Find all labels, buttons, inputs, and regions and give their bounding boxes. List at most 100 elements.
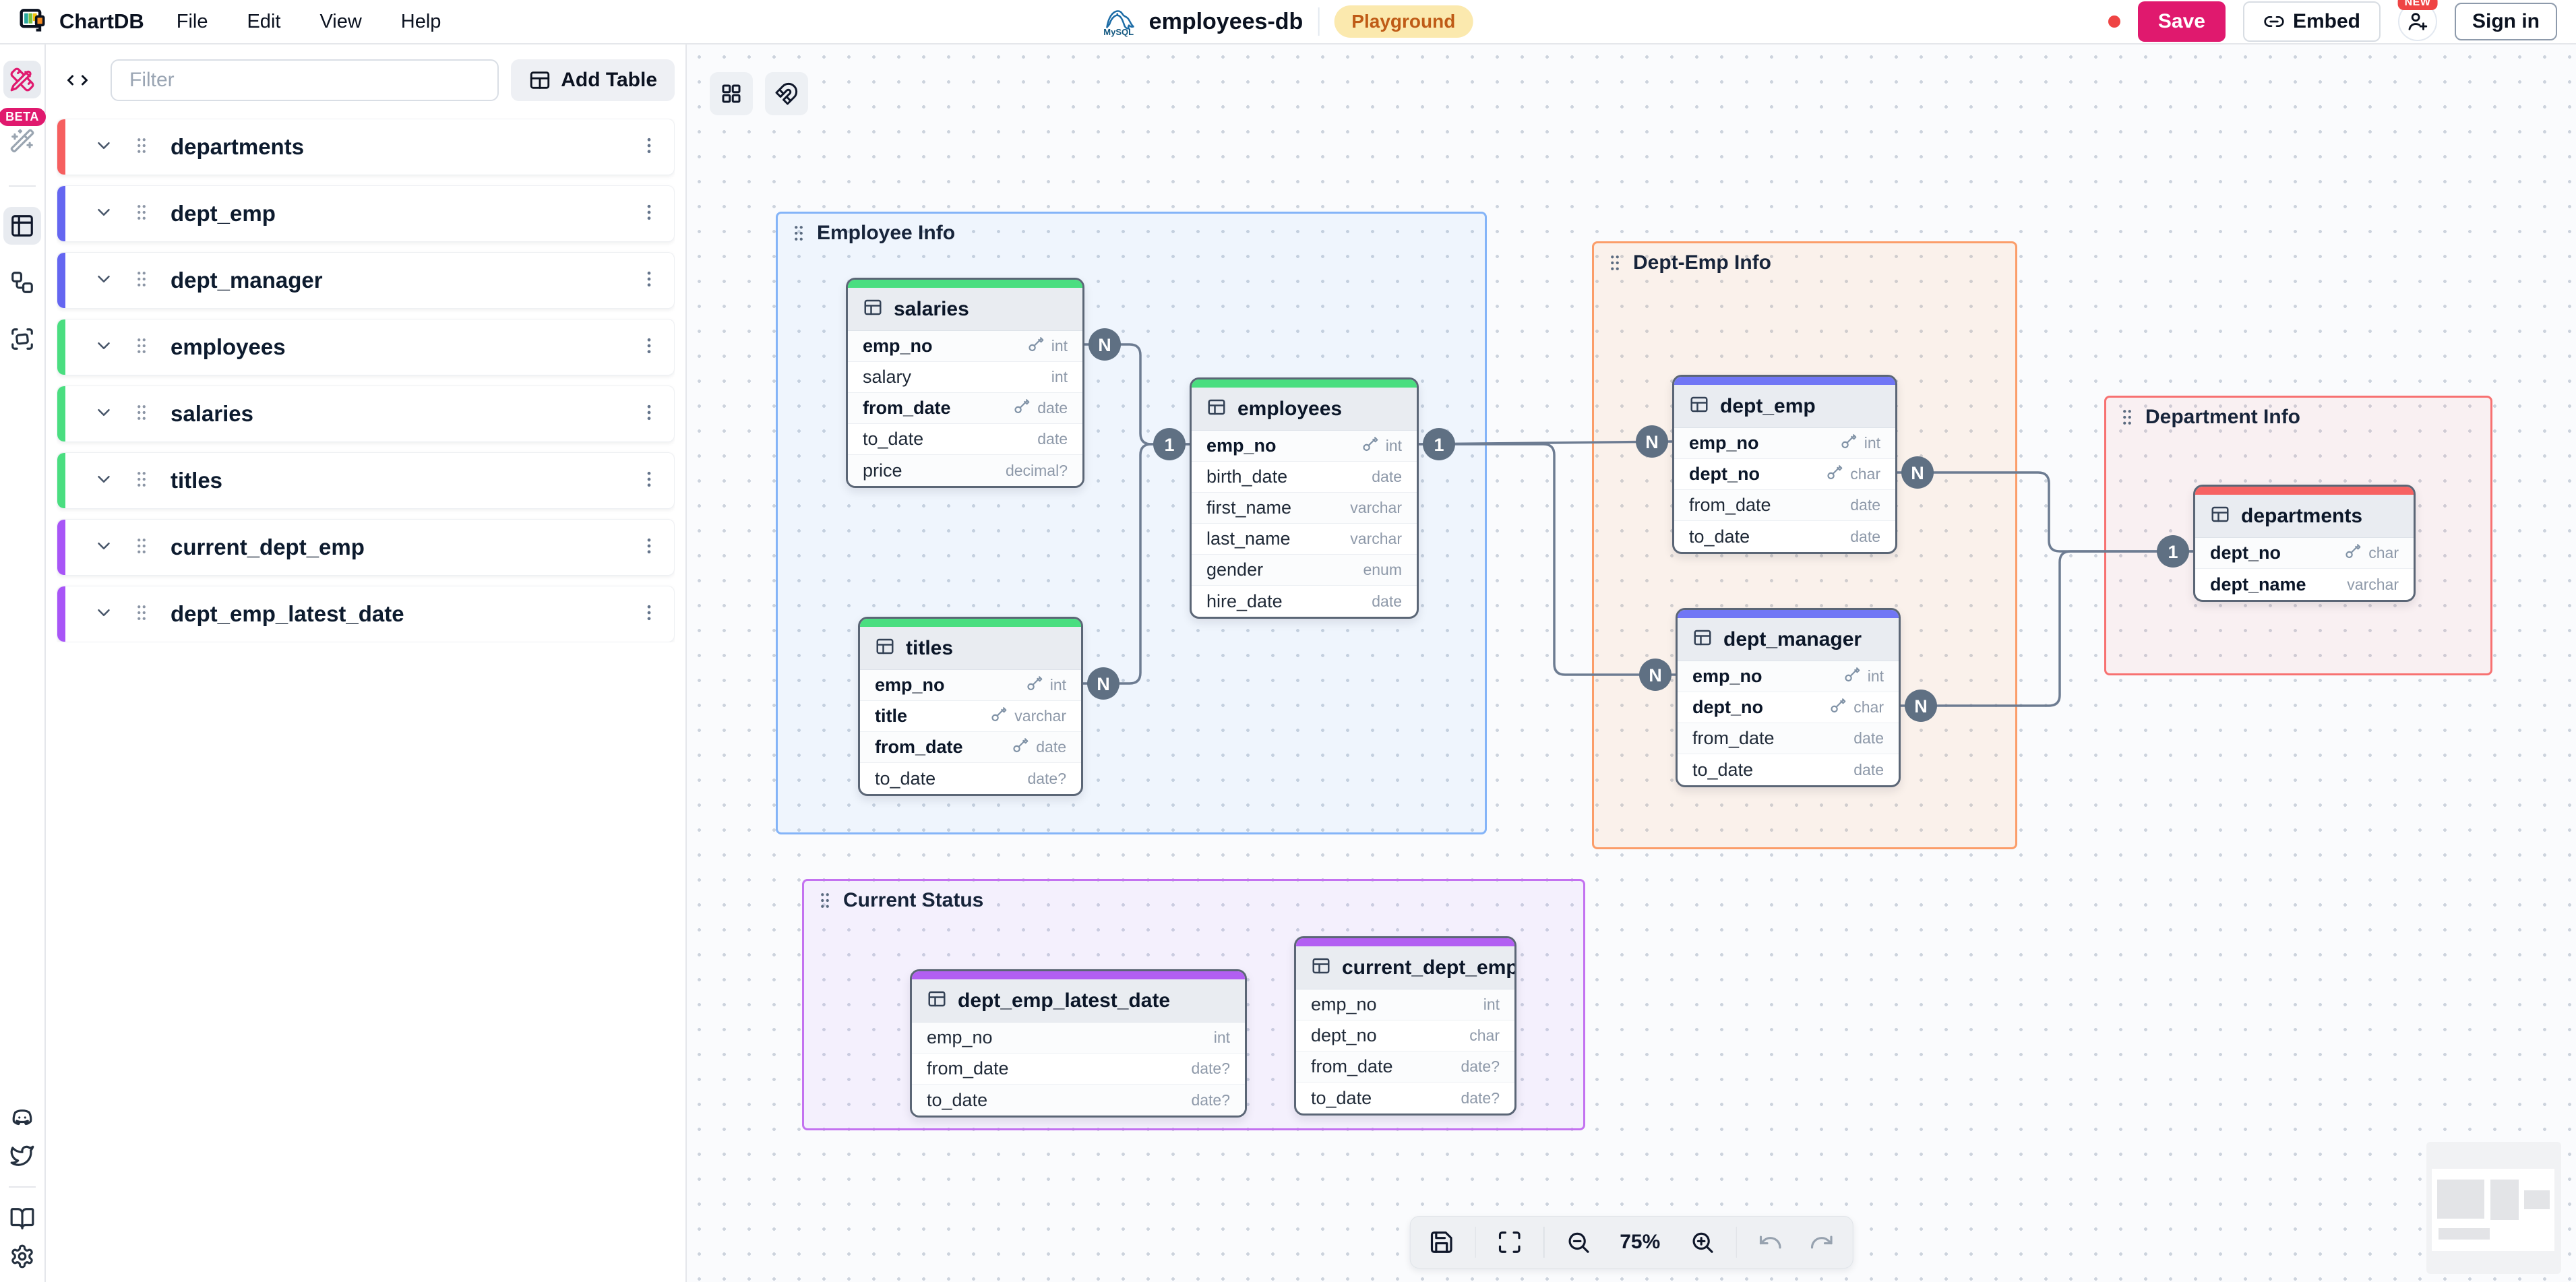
chevron-down-icon[interactable] xyxy=(94,603,114,626)
sidebar-table-item-titles[interactable]: titles xyxy=(57,452,675,509)
table-menu-kebab-icon[interactable] xyxy=(639,336,674,359)
table-menu-kebab-icon[interactable] xyxy=(639,402,674,426)
drag-handle-icon[interactable] xyxy=(114,402,152,426)
tables-panel-button[interactable] xyxy=(3,207,41,245)
menu-file[interactable]: File xyxy=(176,10,208,32)
relationships-panel-button[interactable] xyxy=(3,264,41,301)
sidebar-table-item-dept_manager[interactable]: dept_manager xyxy=(57,252,675,309)
table-menu-kebab-icon[interactable] xyxy=(639,603,674,626)
table-node-header[interactable]: titles xyxy=(860,627,1081,670)
area-label[interactable]: Current Status xyxy=(815,889,983,912)
ai-assistant-button[interactable] xyxy=(3,122,41,160)
drag-handle-icon[interactable] xyxy=(114,603,152,626)
relationship-employees-dept_manager[interactable] xyxy=(1419,443,1676,676)
embed-button[interactable]: Embed xyxy=(2242,1,2381,42)
menu-help[interactable]: Help xyxy=(400,10,441,32)
table-node-header[interactable]: employees xyxy=(1192,388,1417,431)
areas-panel-button[interactable] xyxy=(3,320,41,358)
zoom-out-button[interactable] xyxy=(1560,1225,1595,1260)
sidebar-table-item-departments[interactable]: departments xyxy=(57,119,675,175)
table-menu-kebab-icon[interactable] xyxy=(639,536,674,559)
area-label[interactable]: Dept-Emp Info xyxy=(1605,251,1771,274)
discord-link-button[interactable] xyxy=(3,1099,41,1136)
relationship-dept_emp-departments[interactable] xyxy=(1897,471,2193,553)
table-node-header[interactable]: departments xyxy=(2195,495,2414,538)
redo-button[interactable] xyxy=(1804,1225,1839,1260)
drag-handle-icon[interactable] xyxy=(114,269,152,293)
settings-button[interactable] xyxy=(3,1238,41,1275)
sidebar-table-item-dept_emp_latest_date[interactable]: dept_emp_latest_date xyxy=(57,586,675,642)
sidebar-table-item-current_dept_emp[interactable]: current_dept_emp xyxy=(57,519,675,576)
fit-view-button[interactable] xyxy=(1492,1225,1527,1260)
filter-input[interactable] xyxy=(111,59,499,101)
area-label[interactable]: Department Info xyxy=(2117,406,2300,429)
drag-handle-icon[interactable] xyxy=(114,135,152,159)
area-label[interactable]: Employee Info xyxy=(789,222,955,245)
relationship-titles-employees[interactable] xyxy=(1083,443,1190,685)
twitter-link-button[interactable] xyxy=(3,1136,41,1174)
undo-button[interactable] xyxy=(1753,1225,1788,1260)
table-node-header[interactable]: dept_emp_latest_date xyxy=(912,979,1245,1022)
relationship-dept_manager-departments[interactable] xyxy=(1901,550,2193,707)
table-menu-kebab-icon[interactable] xyxy=(639,135,674,159)
chevron-down-icon[interactable] xyxy=(94,469,114,493)
chevron-down-icon[interactable] xyxy=(94,402,114,426)
table-menu-kebab-icon[interactable] xyxy=(639,202,674,226)
menu-view[interactable]: View xyxy=(319,10,362,32)
app-brand[interactable]: ChartDB xyxy=(19,5,144,38)
drag-handle-icon[interactable] xyxy=(114,336,152,359)
chevron-down-icon[interactable] xyxy=(94,202,114,226)
drag-handle-icon[interactable] xyxy=(114,202,152,226)
table-menu-kebab-icon[interactable] xyxy=(639,269,674,293)
sidebar-table-item-dept_emp[interactable]: dept_emp xyxy=(57,185,675,242)
sidebar-table-item-employees[interactable]: employees xyxy=(57,319,675,375)
signin-button[interactable]: Sign in xyxy=(2455,3,2557,40)
sidebar-table-item-salaries[interactable]: salaries xyxy=(57,386,675,442)
reorder-tables-button[interactable] xyxy=(710,72,753,115)
editor-mode-button[interactable] xyxy=(3,61,41,98)
table-menu-kebab-icon[interactable] xyxy=(639,469,674,493)
save-button[interactable]: Save xyxy=(2137,1,2226,42)
snap-to-grid-button[interactable] xyxy=(765,72,808,115)
table-node-header[interactable]: salaries xyxy=(848,288,1082,331)
zoom-in-button[interactable] xyxy=(1684,1225,1719,1260)
docs-button[interactable] xyxy=(3,1200,41,1238)
table-node-header[interactable]: dept_emp xyxy=(1674,385,1895,428)
add-table-button[interactable]: Add Table xyxy=(511,59,675,101)
chevron-down-icon[interactable] xyxy=(94,269,114,293)
